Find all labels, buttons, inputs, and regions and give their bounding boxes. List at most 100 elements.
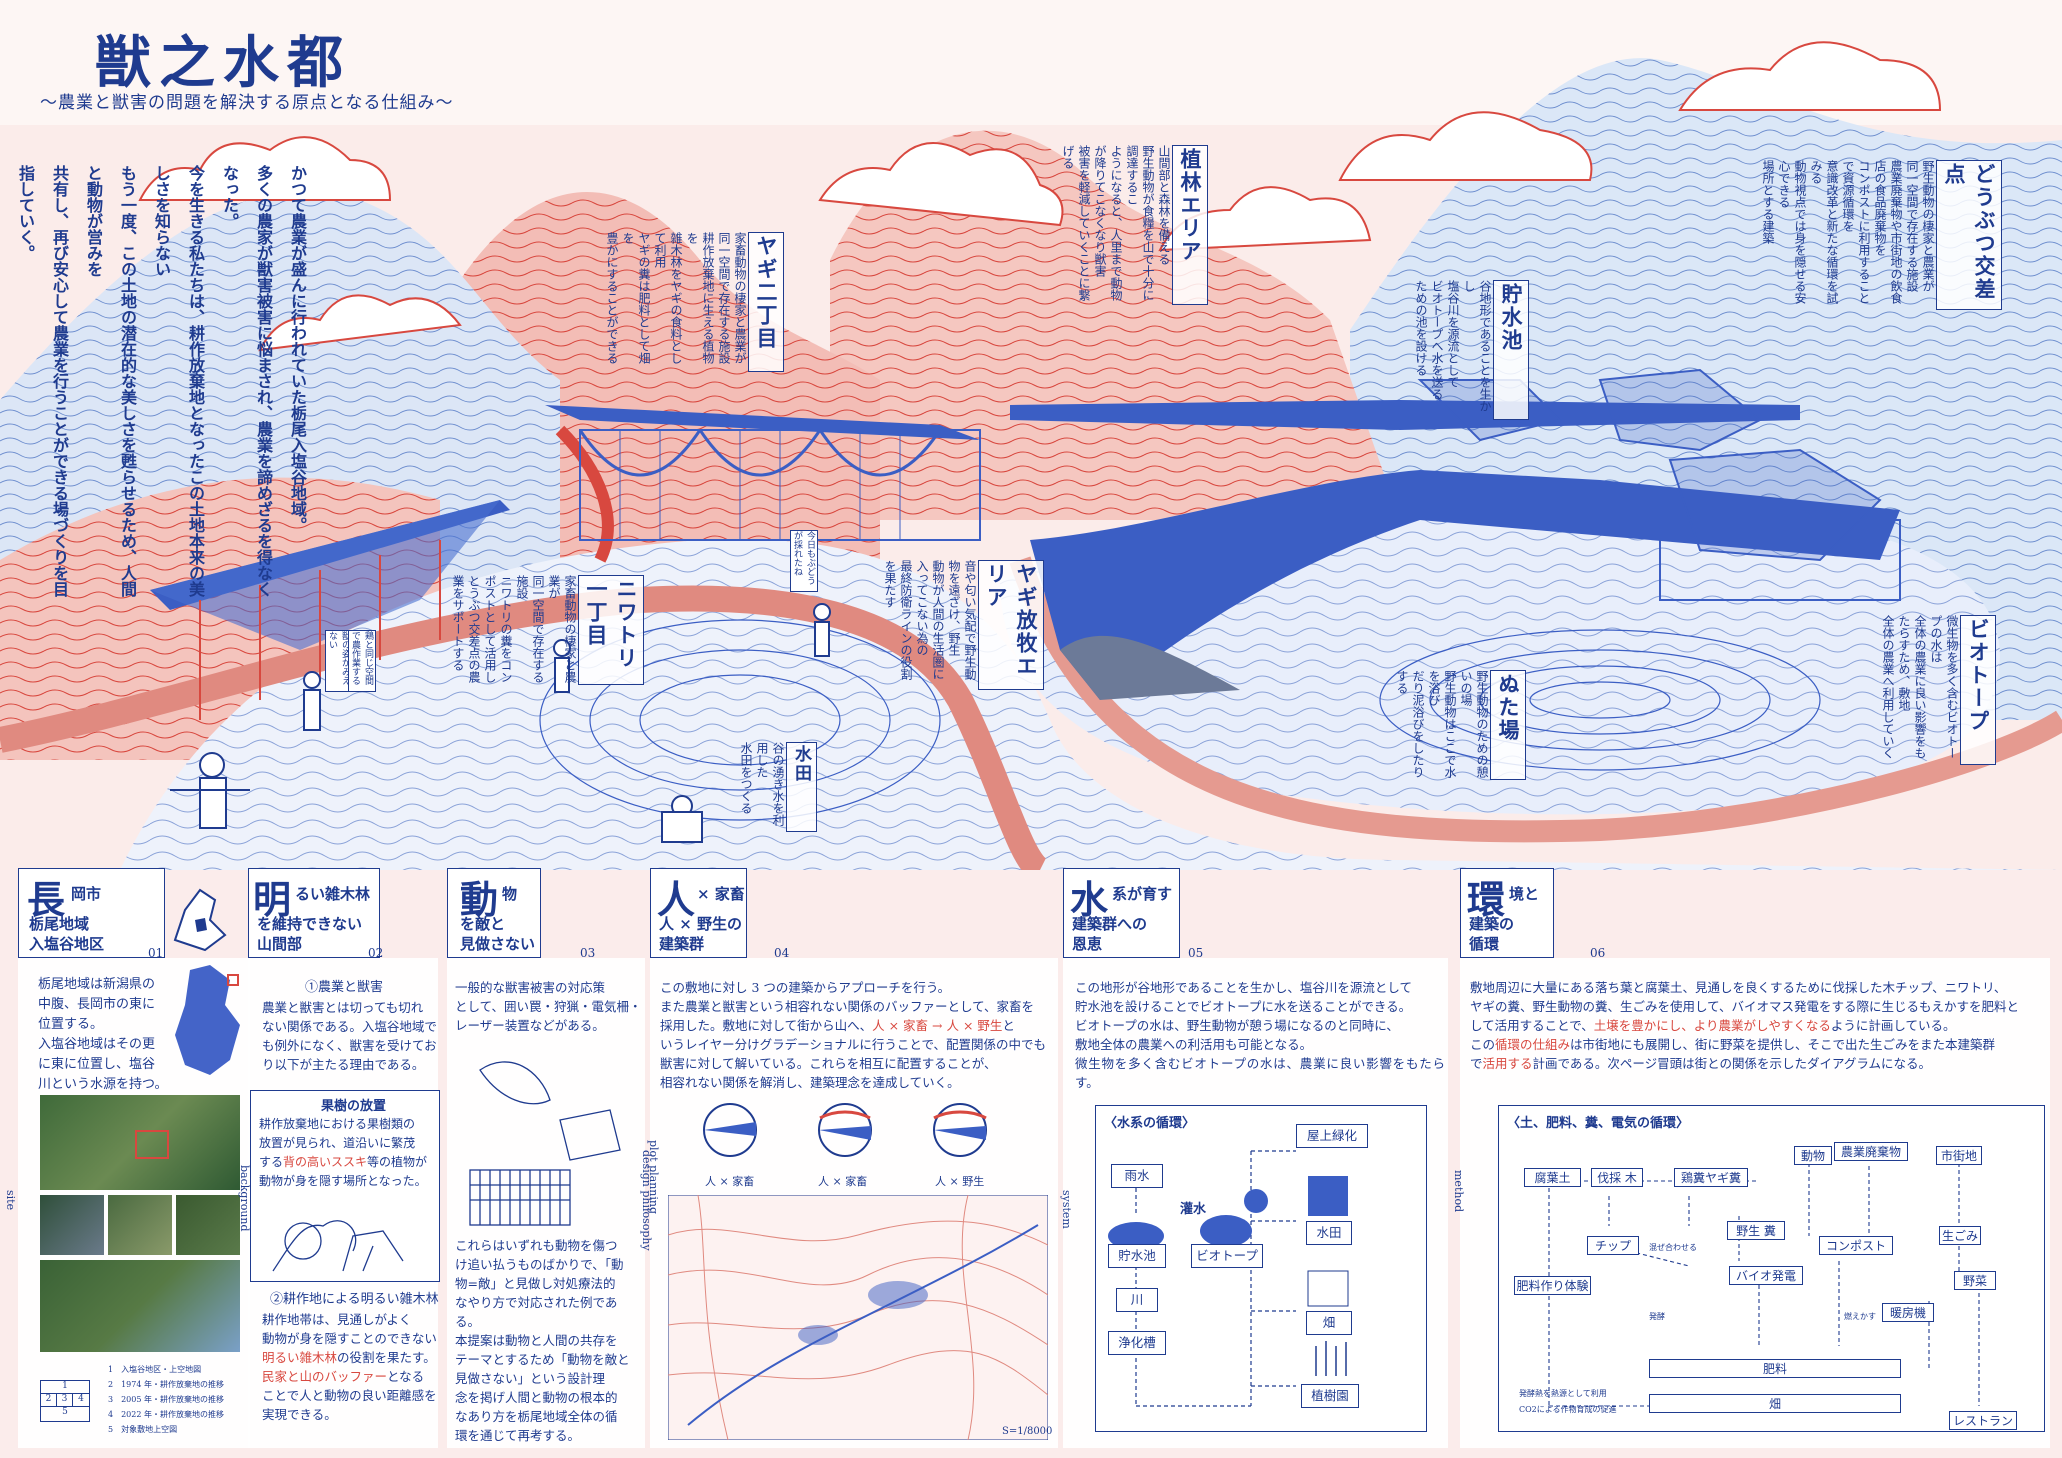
text-line: テーマとするため「動物を敵と [455, 1352, 630, 1367]
label-suiden: 水田 谷の湧き水を利用した 水田をつくる [738, 742, 817, 832]
label-body: 最終防衛ラインの役割を果たす [883, 560, 913, 680]
label-body: 谷の湧き水を利用した [755, 742, 785, 826]
node-orchard: 植樹園 [1301, 1384, 1359, 1408]
label-head: どうぶつ交差点 [1936, 160, 2002, 310]
side-label-design-philosophy: design philosophy [640, 1150, 653, 1251]
label-body: ビオトープへ水を送る [1430, 280, 1444, 400]
text-line: この敷地に対し 3 つの建築からアプローチを行う。 [660, 980, 951, 995]
label-yagi2: ヤギ二丁目 家畜動物の棲家と農業が 同一空間で存在する施設 耕作放棄地に生える植… [604, 232, 784, 372]
text-part: 等の植物が [367, 1155, 428, 1169]
text-line: 耕作放棄地における果樹類の [259, 1117, 416, 1131]
panel-big-char: 明 [253, 877, 292, 922]
node-manure: 鶏糞ヤギ糞 [1674, 1168, 1748, 1187]
arrow-label: 灌水 [1180, 1202, 1207, 1217]
speech-note-text: 鶏と同じ空間で [350, 631, 373, 685]
panel-number: 02 [368, 946, 384, 960]
text-line: ない関係である。入塩谷地域で [262, 1019, 437, 1034]
node-chip: チップ [1587, 1236, 1639, 1255]
text-line: 一般的な獣害被害の対応策 [455, 980, 606, 995]
text-line: なやり方で対応された例であ [455, 1295, 618, 1310]
panel-small: 物 [502, 885, 518, 903]
side-label-method: method [1452, 1170, 1465, 1213]
speech-note-text: 採れたね [792, 540, 802, 576]
speech-note-text: 農作業する [350, 640, 360, 685]
text-line: いうレイヤー分けグラデーショナルに行うことで、配置関係の中でも [660, 1037, 1047, 1052]
panel-number: 05 [1188, 946, 1204, 960]
label-body: 同一空間で存在する施設 [1905, 160, 1919, 292]
legend-line: 1 入塩谷地区・上空地図 [108, 1365, 202, 1374]
text-line: 採用した。敷地に対して街から山へ、人 × 家畜 → 人 × 野生と [660, 1016, 1055, 1035]
node-food-waste: 生ごみ [1939, 1226, 1981, 1245]
text-part: の役割を果たす。 [337, 1350, 436, 1365]
label-chosuichi: 貯水池 谷地形であることを生かし 塩谷川を源流として ビオトープへ水を送る ため… [1413, 280, 1529, 420]
text-part: ように計画している。 [1830, 1018, 1956, 1033]
panel-small: 境と [1509, 885, 1540, 903]
text-red: 循環の仕組み [1495, 1037, 1571, 1052]
text-line: 位置する。 [38, 1017, 104, 1032]
text-red: 背の高いススキ [283, 1155, 368, 1169]
node-field: 畑 [1649, 1394, 1901, 1413]
speech-note-text: 今日もぶどうが [792, 531, 815, 585]
aerial-photo-1 [40, 1095, 240, 1190]
node-leaf-mold: 腐葉土 [1524, 1168, 1581, 1187]
label-body: 家畜動物の棲家と農業が [733, 232, 747, 364]
label-body: ニワトリの糞をコンポストとして活用し [483, 575, 513, 683]
intro-line: 今を生きる私たちは、耕作放棄地となったこの土地本来の美しさを知らない [152, 165, 205, 597]
legend-line: 5 対象敷地上空図 [108, 1425, 178, 1434]
intro-line: 共有し、再び安心して農業を行うことができる場づくりを目指していく。 [16, 165, 69, 597]
city-map [175, 965, 240, 1075]
water-cycle-diagram: 〈水系の循環〉 雨水 貯水池 ビオトープ 川 浄化槽 屋上緑化 水田 畑 植樹園… [1095, 1105, 1427, 1432]
speech-note: 今日もぶどうが採れたね [790, 530, 818, 592]
label-body: 全体の農業に良い影響をもたらすため、敷地 [1897, 615, 1927, 759]
text-line: 敷地周辺に大量にある落ち葉と腐葉土、見通しを良くするために伐採した木チップ、ニワ… [1470, 980, 2007, 995]
text-line: 物=敵」と見做し対処療法的 [455, 1276, 616, 1291]
label-body: 野生動物のための憩いの場 [1459, 670, 1489, 778]
label-head: 水田 [786, 742, 817, 832]
text-part: と [1002, 1018, 1015, 1033]
label-niwatori: ニワトリ一丁目 家畜動物の棲家と農業が 同一空間で存在する施設 ニワトリの糞をコ… [450, 575, 644, 685]
grid-cell: 4 [72, 1393, 90, 1407]
speech-note: 鶏と同じ空間で農作業する [348, 630, 376, 692]
label-body: 動物視点では身を隠せる安心できる [1777, 160, 1807, 304]
text-line: 貯水池を設けることでビオトープに水を送ることができる。 [1075, 999, 1412, 1014]
text-line: 川という水源を持つ。 [38, 1077, 168, 1092]
node-fertilizer-workshop: 肥料作り体験 [1514, 1276, 1591, 1295]
node-biotope: ビオトープ [1191, 1244, 1263, 1268]
text-line: 放置が見られ、道沿いに繁茂 [259, 1136, 416, 1150]
text-line: 敷地全体の農業への利活用も可能となる。 [1075, 1037, 1313, 1052]
node-fertilizer: 肥料 [1649, 1359, 1901, 1378]
text-line: して活用することで、土壌を豊かにし、より農業がしやすくなるように計画している。 [1470, 1016, 2045, 1035]
diagram-note: 混ぜ合わせる [1649, 1243, 1697, 1252]
node-field: 畑 [1306, 1311, 1352, 1335]
node-rain: 雨水 [1111, 1164, 1163, 1188]
text-line: 耕作地帯は、見通しがよく [262, 1312, 412, 1327]
node-vegetables: 野菜 [1954, 1271, 1996, 1290]
label-body: 谷地形であることを生かし [1462, 280, 1492, 412]
label-body: 水田をつくる [739, 742, 753, 814]
text-part: して活用することで、 [1470, 1018, 1594, 1033]
label-body: 山間部と森林を備える [1157, 145, 1171, 265]
page-title: 獣之水都 [95, 30, 351, 96]
page-subtitle: 〜農業と獣害の問題を解決する原点となる仕組み〜 [40, 93, 454, 113]
text-line: 環を通じて再考する。 [455, 1428, 581, 1443]
text-part: する [259, 1155, 284, 1169]
text-line: 栃尾地域は新潟県の [38, 977, 156, 992]
node-reservoir: 貯水池 [1108, 1244, 1166, 1268]
text-line: 微生物を多く含むビオトープの水は、農業に良い影響をもたらす。 [1075, 1056, 1445, 1090]
panel-line3: 入塩谷地区 [29, 935, 105, 953]
panel-number: 06 [1590, 946, 1606, 960]
text-line: 動物が身を隠すことのできない [262, 1331, 437, 1346]
label-body: 豊かにすることができる [605, 232, 619, 364]
panel-big-char: 人 [657, 877, 696, 922]
aerial-photo-5 [40, 1260, 240, 1352]
label-head: 貯水池 [1493, 280, 1529, 420]
p06-text: 敷地周辺に大量にある落ち葉と腐葉土、見通しを良くするために伐採した木チップ、ニワ… [1470, 978, 2045, 1073]
panel-big-char: 環 [1467, 877, 1506, 922]
diagram-note: CO2による作物育成の促進 [1519, 1405, 1617, 1414]
text-part: で [1470, 1056, 1483, 1071]
text-line: また農業と獣害という相容れない関係のバッファーとして、家畜を [660, 999, 1035, 1014]
water-cycle-arrows [1108, 1150, 1349, 1407]
speech-note-text: 獣の姿がみえない [327, 631, 350, 685]
panel-small: 系が育す [1112, 885, 1173, 903]
side-label-system: system [1060, 1190, 1073, 1229]
